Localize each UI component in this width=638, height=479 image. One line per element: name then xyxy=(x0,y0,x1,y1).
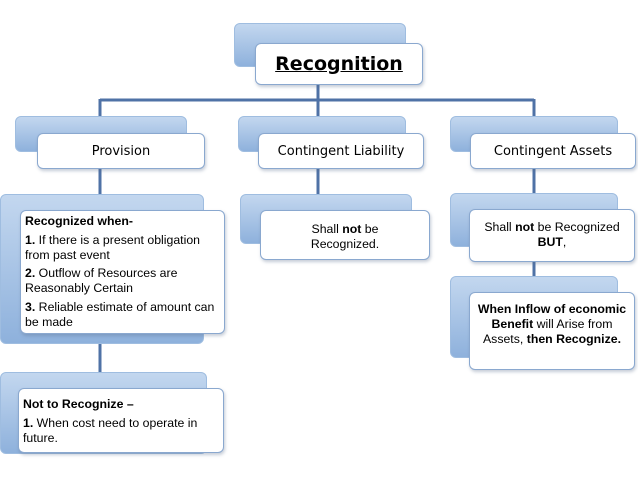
provision-recognized-box: Recognized when- 1. If there is a presen… xyxy=(20,210,225,334)
provision-header: Provision xyxy=(37,133,205,169)
provision-title: Provision xyxy=(91,143,151,159)
contingent-assets-header: Contingent Assets xyxy=(470,133,636,169)
not-recognize-item-1: 1. When cost need to operate in future. xyxy=(23,415,198,445)
not-recognize-heading: Not to Recognize – xyxy=(23,397,134,411)
root-node: Recognition xyxy=(255,43,423,85)
recognized-heading: Recognized when- xyxy=(25,214,133,228)
root-title: Recognition xyxy=(275,53,403,75)
contingent-liability-header: Contingent Liability xyxy=(258,133,424,169)
provision-not-recognize-box: Not to Recognize – 1. When cost need to … xyxy=(18,388,224,453)
contingent-liability-title: Contingent Liability xyxy=(277,143,405,159)
recognized-item-1: 1. If there is a present obligation from… xyxy=(25,232,201,262)
recognized-item-3: 3. Reliable estimate of amount can be ma… xyxy=(25,299,215,329)
contingent-assets-title: Contingent Assets xyxy=(493,143,613,159)
recognized-item-2: 2. Outflow of Resources are Reasonably C… xyxy=(25,266,178,296)
contingent-liability-body: Shall not be Recognized. xyxy=(260,210,430,260)
contingent-assets-body2: When Inflow of economic Benefit will Ari… xyxy=(469,292,635,370)
contingent-assets-body1: Shall not be Recognized BUT, xyxy=(469,209,635,262)
